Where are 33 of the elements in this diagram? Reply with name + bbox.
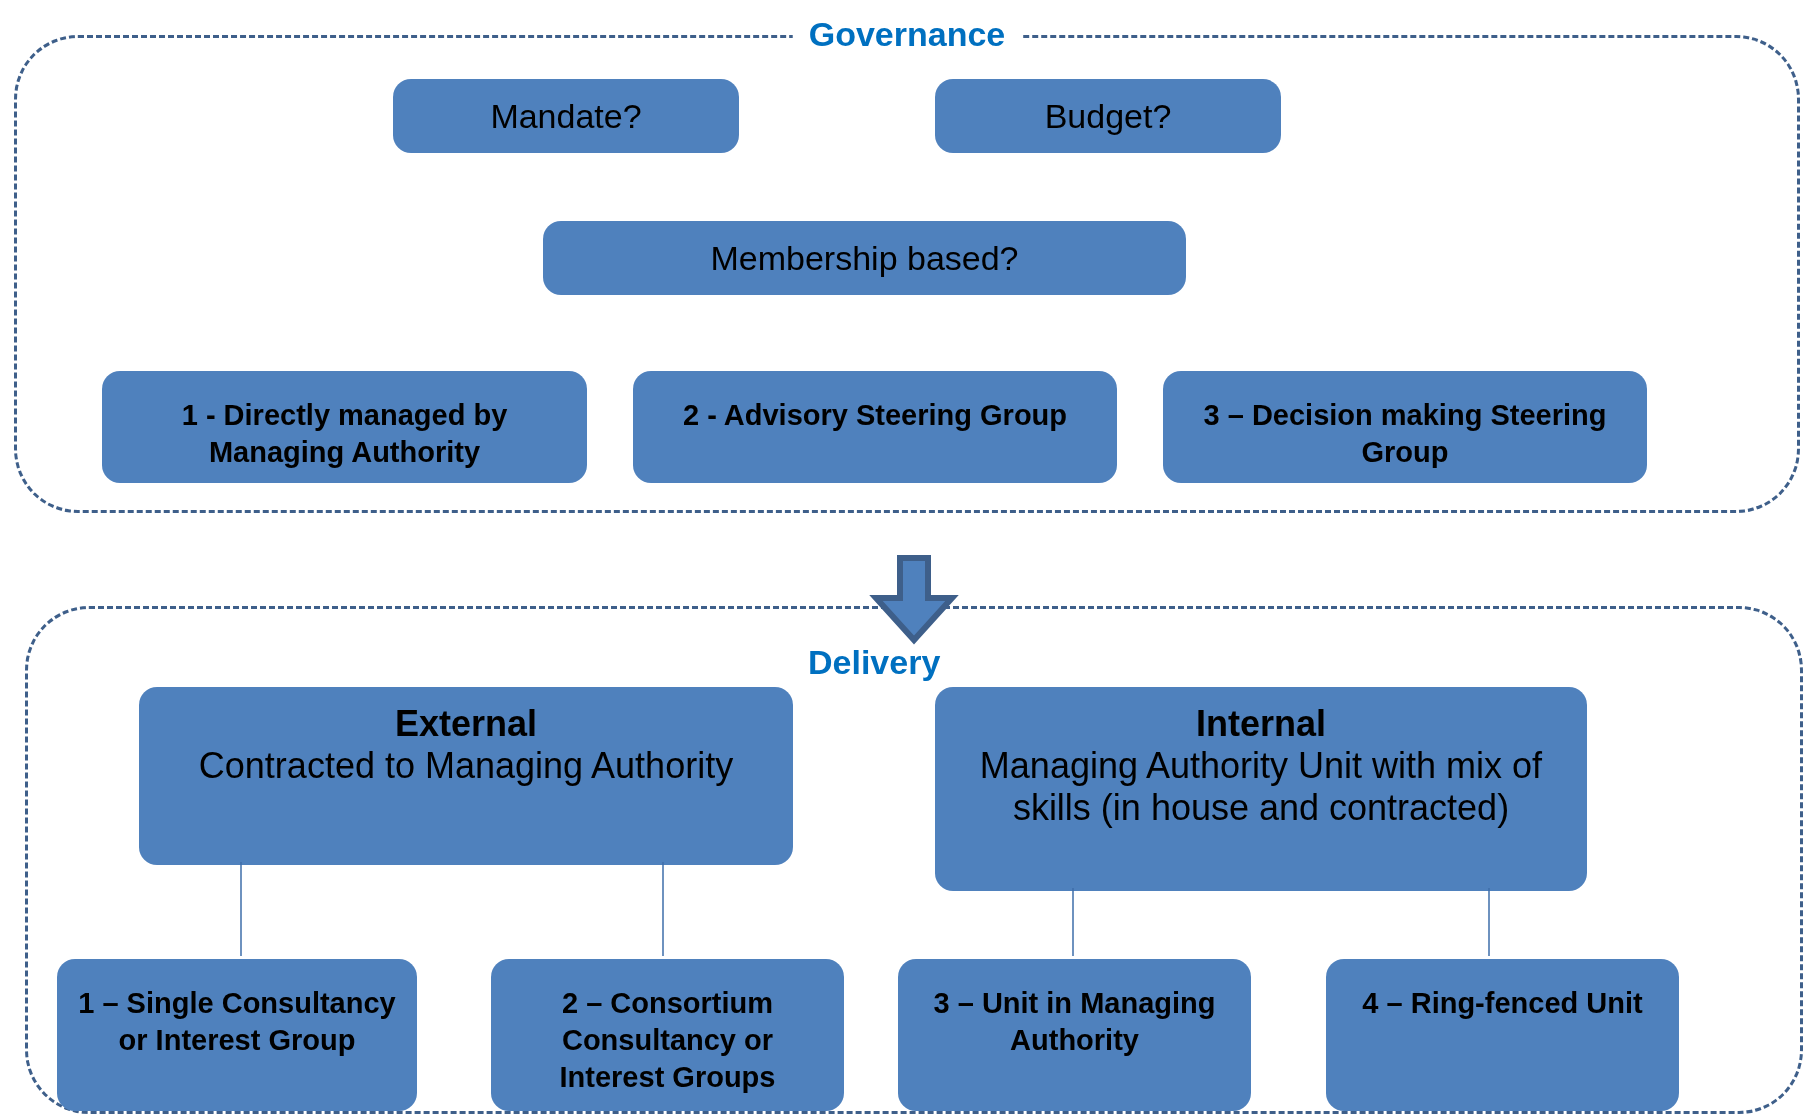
box-text: 3 – Unit in Managing Authority (932, 986, 1217, 1058)
connector-line (240, 861, 242, 957)
box-text: Membership based? (710, 238, 1019, 278)
process-box (935, 687, 1587, 891)
panel-title: Delivery (808, 642, 941, 683)
process-box (102, 371, 587, 483)
dashed-panel (25, 606, 1803, 1114)
connector-line (662, 861, 664, 957)
box-text: 4 – Ring-fenced Unit (1362, 986, 1643, 1021)
box-text: Budget? (1044, 96, 1172, 136)
process-box (935, 79, 1281, 153)
box-text: Contracted to Managing Authority (198, 745, 734, 787)
box-text: 2 – Consortium Consultancy or Interest Groups (558, 986, 777, 1095)
process-box (898, 959, 1251, 1111)
block-arrow (869, 555, 959, 645)
process-box (633, 371, 1117, 483)
process-box (543, 221, 1186, 295)
process-box (1163, 371, 1647, 483)
process-box (57, 959, 417, 1111)
process-box (139, 687, 793, 865)
connector-line (1072, 887, 1074, 957)
box-text: Mandate? (490, 96, 642, 136)
process-box (491, 959, 844, 1111)
connector-line (1488, 887, 1490, 957)
box-text: 1 – Single Consultancy or Interest Group (77, 986, 397, 1058)
box-text: Managing Authority Unit with mix of skills (in house and contracted) (978, 745, 1544, 829)
box-text: 1 - Directly managed by Managing Authority (180, 398, 509, 470)
box-text: 2 - Advisory Steering Group (682, 398, 1068, 433)
box-text: 3 – Decision making Steering Group (1202, 398, 1608, 470)
process-box (1326, 959, 1679, 1111)
box-heading: Internal (1196, 703, 1326, 745)
process-box (393, 79, 739, 153)
box-heading: External (394, 703, 538, 745)
